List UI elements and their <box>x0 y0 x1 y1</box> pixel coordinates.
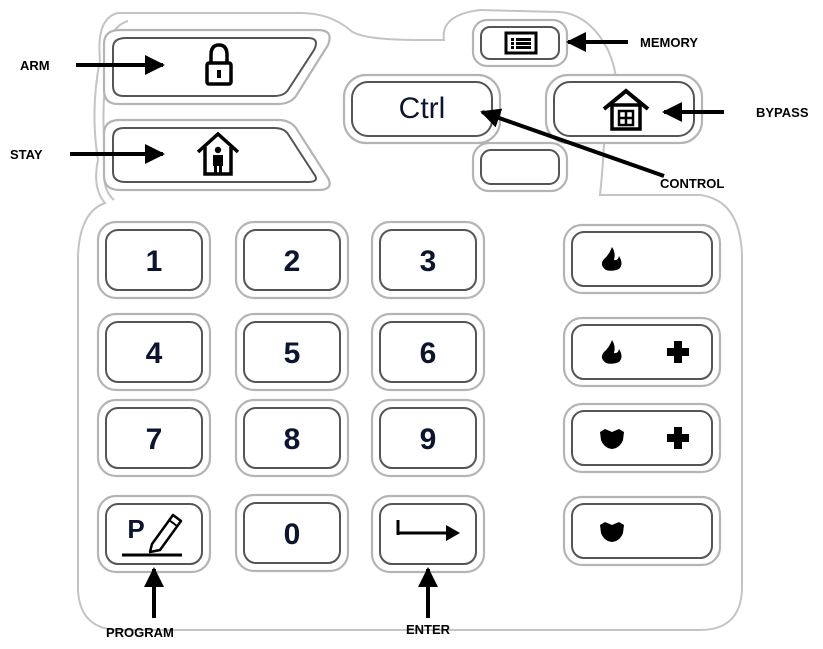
police-plus-button[interactable] <box>562 402 722 474</box>
digit-label: 4 <box>146 337 163 370</box>
digit-keys: 1 2 3 4 5 6 7 8 9 0 <box>96 220 486 573</box>
digit-label: 2 <box>284 245 301 278</box>
digit-6-button[interactable]: 7 <box>96 398 212 478</box>
enter-button[interactable] <box>370 494 486 574</box>
digit-label: 3 <box>420 245 437 278</box>
police-badge-icon <box>600 429 624 449</box>
memory-callout: MEMORY <box>640 35 698 50</box>
control-callout: CONTROL <box>660 176 724 191</box>
digit-1-button[interactable]: 2 <box>234 220 350 300</box>
digit-label: 8 <box>284 423 301 456</box>
enter-callout: ENTER <box>406 622 451 637</box>
memory-list-icon <box>504 31 538 55</box>
ctrl-button[interactable]: Ctrl <box>342 73 502 145</box>
plus-icon <box>667 427 689 449</box>
bypass-callout: BYPASS <box>756 105 809 120</box>
fire-plus-button[interactable] <box>562 316 722 388</box>
arm-button[interactable] <box>102 28 331 106</box>
program-callout: PROGRAM <box>106 625 174 640</box>
stay-callout: STAY <box>10 147 43 162</box>
stay-button[interactable] <box>102 118 331 192</box>
digit-9-button[interactable]: 0 <box>234 493 350 573</box>
program-button[interactable]: P <box>96 494 212 574</box>
digit-8-button[interactable]: 9 <box>370 398 486 478</box>
digit-5-button[interactable]: 6 <box>370 312 486 392</box>
digit-label: 0 <box>284 518 301 551</box>
memory-button[interactable] <box>471 18 569 68</box>
house-window-icon <box>602 88 650 131</box>
digit-0-button[interactable]: 1 <box>96 220 212 300</box>
bypass-button[interactable] <box>544 73 704 145</box>
digit-label: 9 <box>420 423 437 456</box>
fire-icon <box>601 247 622 271</box>
digit-3-button[interactable]: 4 <box>96 312 212 392</box>
program-key-letter: P <box>127 514 144 544</box>
police-button[interactable] <box>562 495 722 567</box>
arm-callout: ARM <box>20 58 50 73</box>
plus-icon <box>667 341 689 363</box>
digit-label: 5 <box>284 337 301 370</box>
fire-button[interactable] <box>562 223 722 295</box>
control-arrow <box>480 108 665 178</box>
blank-button[interactable] <box>471 141 569 193</box>
house-person-icon <box>196 131 240 176</box>
digit-label: 7 <box>146 423 163 456</box>
padlock-icon <box>205 43 233 86</box>
enter-arrow-icon <box>396 520 460 541</box>
ctrl-label: Ctrl <box>399 92 446 125</box>
police-badge-icon <box>600 522 624 542</box>
digit-7-button[interactable]: 8 <box>234 398 350 478</box>
digit-4-button[interactable]: 5 <box>234 312 350 392</box>
pencil-icon <box>122 513 183 557</box>
digit-label: 1 <box>146 245 163 278</box>
digit-2-button[interactable]: 3 <box>370 220 486 300</box>
fire-icon <box>601 340 622 364</box>
digit-label: 6 <box>420 337 437 370</box>
callout-arrows <box>70 32 724 618</box>
